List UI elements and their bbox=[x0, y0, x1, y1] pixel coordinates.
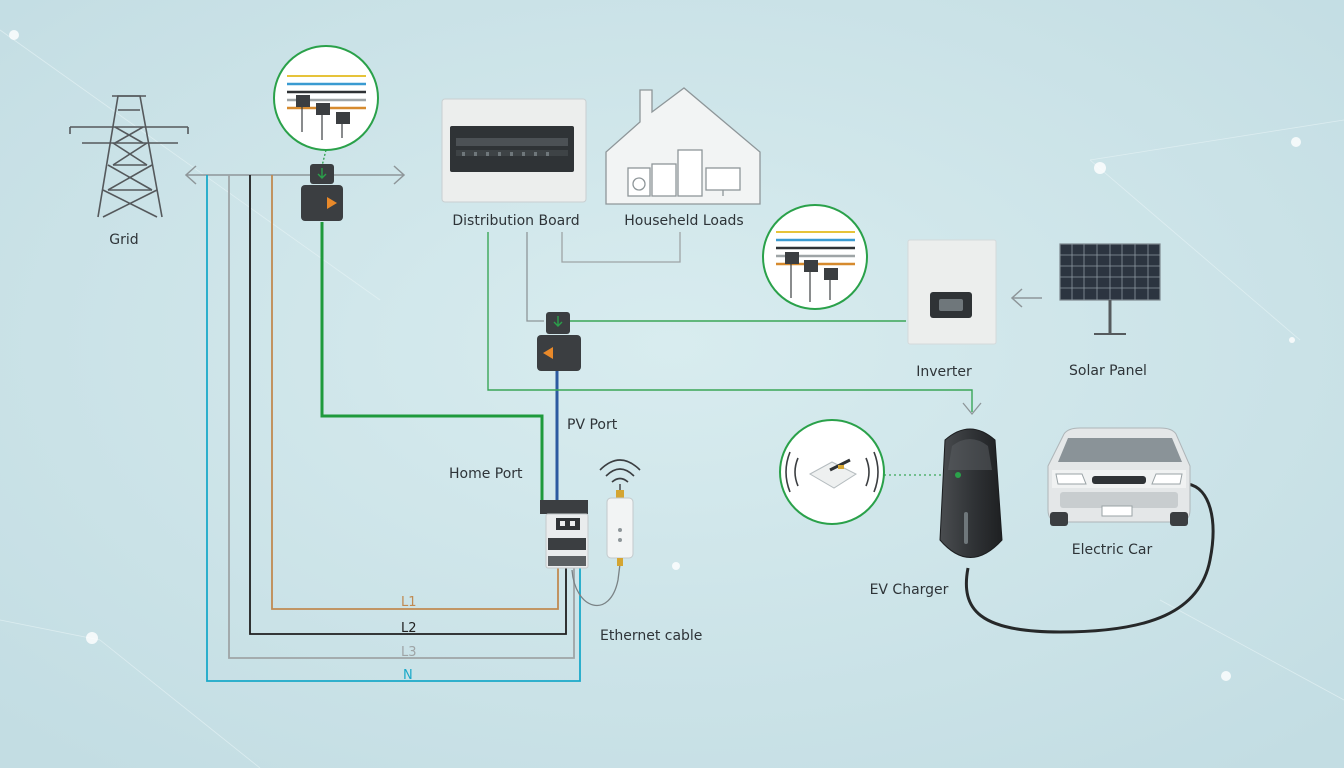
house-icon bbox=[605, 87, 761, 205]
background-network bbox=[0, 29, 1344, 768]
smart-meter bbox=[540, 500, 589, 569]
wifi-icon bbox=[599, 459, 641, 483]
solar-panel-icon bbox=[1059, 243, 1161, 335]
wire-label-l1: L1 bbox=[401, 595, 417, 610]
ct-clamp-detail-pv bbox=[762, 204, 868, 310]
wire-label-l2: L2 bbox=[401, 621, 417, 636]
ev-charger-icon bbox=[939, 428, 1003, 558]
ev-wireless-detail bbox=[779, 419, 885, 525]
label-grid: Grid bbox=[109, 232, 138, 248]
ct-sensor-grid bbox=[301, 164, 343, 221]
label-home-port: Home Port bbox=[449, 466, 523, 482]
wifi-gateway bbox=[606, 484, 634, 566]
label-electric-car: Electric Car bbox=[1072, 542, 1153, 558]
signal-lines bbox=[320, 222, 1215, 634]
wire-label-l3: L3 bbox=[401, 645, 417, 660]
wire-label-n: N bbox=[403, 668, 413, 683]
ct-sensor-pv bbox=[537, 312, 581, 371]
label-pv-port: PV Port bbox=[567, 417, 618, 433]
ct-clamp-detail-grid bbox=[273, 45, 379, 167]
label-ev-charger: EV Charger bbox=[870, 582, 949, 598]
background-dots bbox=[9, 30, 1301, 681]
label-inverter: Inverter bbox=[916, 364, 972, 380]
label-ethernet-cable: Ethernet cable bbox=[600, 628, 702, 644]
distribution-board bbox=[441, 98, 587, 203]
car-icon bbox=[1047, 427, 1191, 526]
label-distribution-board: Distribution Board bbox=[452, 213, 579, 229]
grid-wires bbox=[184, 165, 581, 682]
label-solar-panel: Solar Panel bbox=[1069, 363, 1147, 379]
inverter bbox=[907, 239, 997, 345]
power-tower-icon bbox=[69, 95, 189, 218]
label-household-loads: Househeld Loads bbox=[624, 213, 743, 229]
